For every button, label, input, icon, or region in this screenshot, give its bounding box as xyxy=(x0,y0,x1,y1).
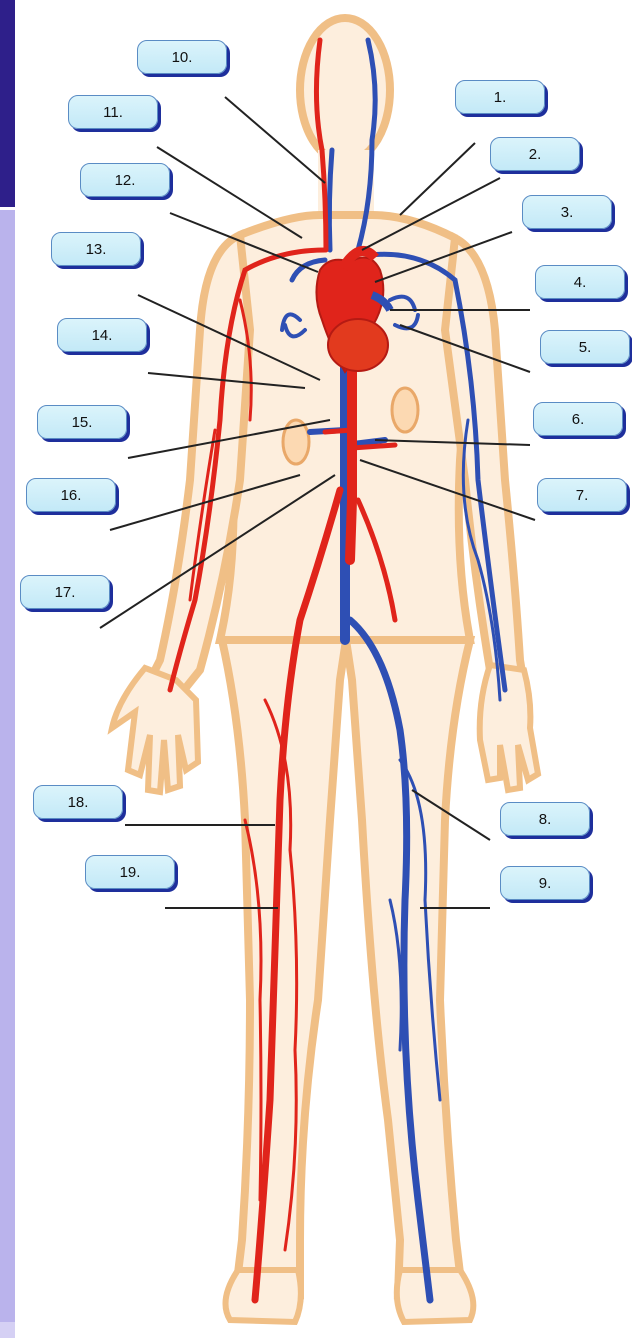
label-box-5[interactable]: 5. xyxy=(540,330,630,364)
label-box-19[interactable]: 19. xyxy=(85,855,175,889)
label-box-15[interactable]: 15. xyxy=(37,405,127,439)
label-box-2[interactable]: 2. xyxy=(490,137,580,171)
label-box-18[interactable]: 18. xyxy=(33,785,123,819)
label-box-14[interactable]: 14. xyxy=(57,318,147,352)
label-box-17[interactable]: 17. xyxy=(20,575,110,609)
label-box-4[interactable]: 4. xyxy=(535,265,625,299)
label-box-3[interactable]: 3. xyxy=(522,195,612,229)
label-box-1[interactable]: 1. xyxy=(455,80,545,114)
leader-line-11 xyxy=(157,147,302,238)
label-box-13[interactable]: 13. xyxy=(51,232,141,266)
foot-right xyxy=(397,1270,474,1322)
label-box-10[interactable]: 10. xyxy=(137,40,227,74)
label-box-8[interactable]: 8. xyxy=(500,802,590,836)
foot-left xyxy=(226,1270,301,1322)
hand-left xyxy=(112,668,198,792)
label-box-11[interactable]: 11. xyxy=(68,95,158,129)
label-box-7[interactable]: 7. xyxy=(537,478,627,512)
leader-line-1 xyxy=(400,143,475,215)
kidney-right xyxy=(392,388,418,432)
hand-right xyxy=(480,665,538,790)
label-box-16[interactable]: 16. xyxy=(26,478,116,512)
label-box-12[interactable]: 12. xyxy=(80,163,170,197)
label-box-9[interactable]: 9. xyxy=(500,866,590,900)
leg-right xyxy=(346,640,470,1295)
label-box-6[interactable]: 6. xyxy=(533,402,623,436)
